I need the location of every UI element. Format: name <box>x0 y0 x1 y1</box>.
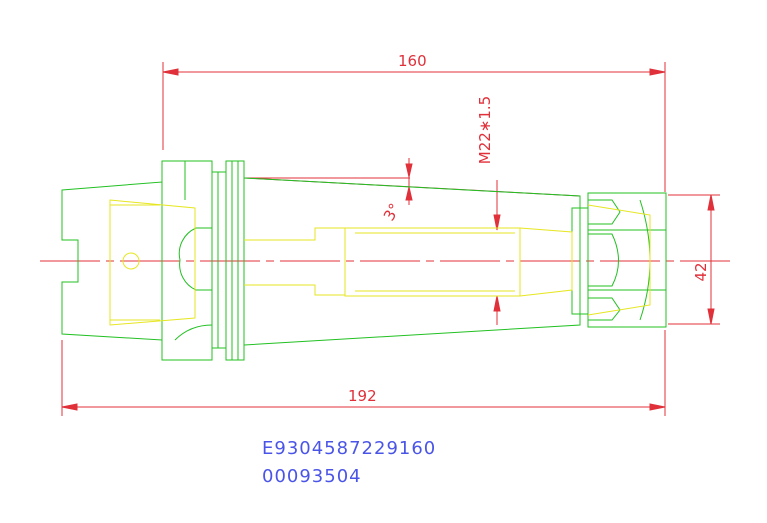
nut-front-curve <box>639 199 651 321</box>
hidden-lines <box>109 199 651 326</box>
shank-bore <box>109 199 196 326</box>
dim-42-arrow-top <box>707 194 715 211</box>
nut-hex-top <box>588 199 621 225</box>
nut-hex-middle <box>588 233 619 287</box>
dim-thread-arrow-bottom <box>493 295 501 312</box>
dim-192-arrow-right <box>649 403 666 411</box>
dim-angle-arrow-top <box>405 163 413 178</box>
dim-angle-label: 3° <box>380 200 404 224</box>
dim-thread-arrow-top <box>493 214 501 231</box>
thread-bore <box>344 227 521 297</box>
dim-thread-label: M22∗1.5 <box>476 96 494 164</box>
coolant-hole-icon <box>122 252 140 270</box>
serial-number: 00093504 <box>262 466 362 487</box>
collet-hidden <box>587 204 651 316</box>
bore-taper <box>519 227 573 297</box>
dim-42-label: 42 <box>692 262 710 281</box>
product-code: E9304587229160 <box>262 438 436 459</box>
dim-192-arrow-left <box>61 403 78 411</box>
drive-slot <box>178 227 212 291</box>
nut-outline <box>587 192 667 328</box>
drive-slot-bottom <box>174 324 213 341</box>
tool-outline <box>61 160 667 361</box>
dim-160-arrow-left <box>162 68 179 76</box>
dimension-lines <box>40 62 730 416</box>
dim-160-label: 160 <box>398 52 427 70</box>
dim-160-arrow-right <box>649 68 666 76</box>
dim-angle-arrow-bottom <box>405 186 413 201</box>
flange-groove-left <box>211 171 227 349</box>
dim-192-label: 192 <box>348 387 377 405</box>
dim-42-arrow-bottom <box>707 308 715 325</box>
flange-groove-right <box>225 160 245 361</box>
nut-hex-bottom <box>588 297 621 321</box>
taper-body <box>243 177 581 346</box>
